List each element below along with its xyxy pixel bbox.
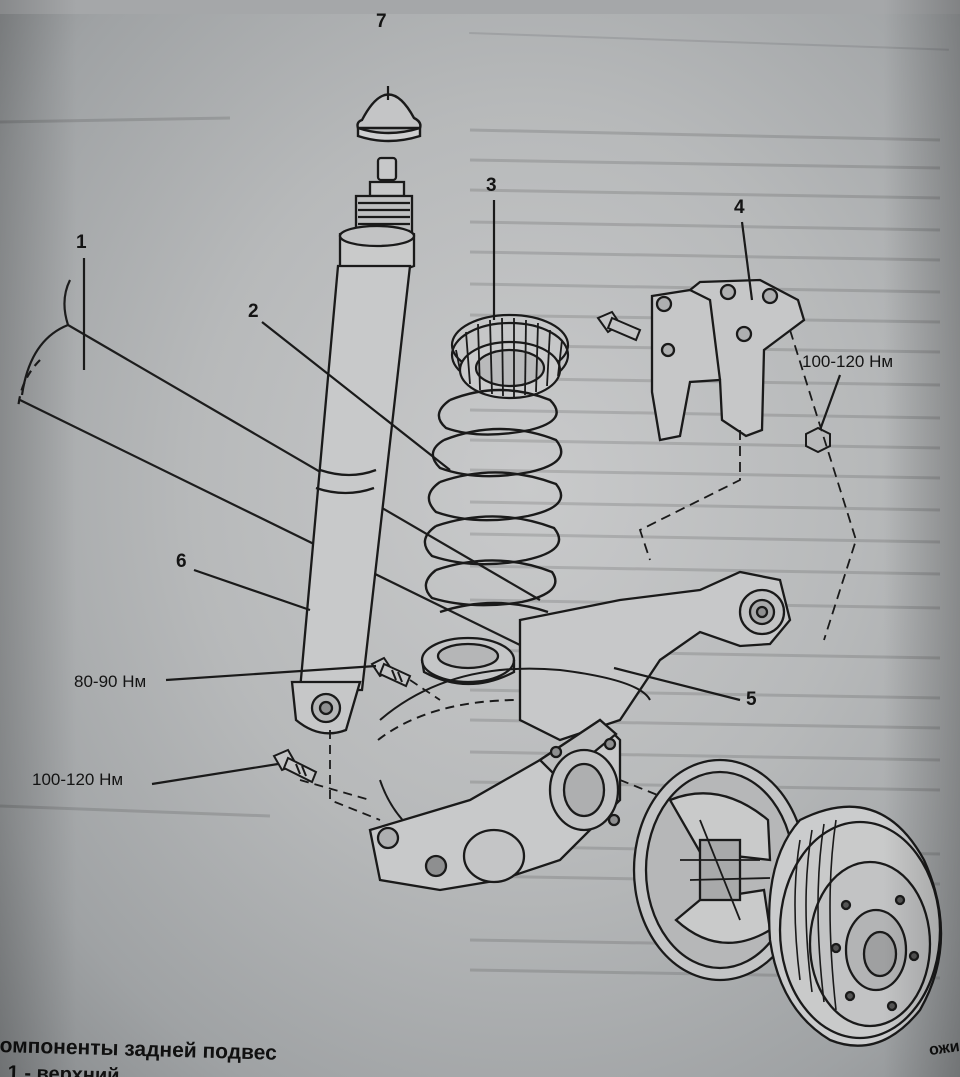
callout-7: 7: [376, 11, 387, 32]
hub-carrier: [368, 718, 622, 892]
bracket-nut: [805, 426, 831, 454]
bump-stop: [356, 93, 422, 143]
shock-lower-bolt: [370, 656, 412, 688]
brake-drum: [768, 805, 943, 1047]
callout-6: 6: [176, 551, 187, 572]
figure-caption-subline: 1 - верхний: [7, 1062, 120, 1077]
coil-spring: [423, 388, 563, 614]
callout-leaders: [82, 86, 842, 786]
axle-mount-bolt: [272, 748, 318, 784]
body-frame-outline: [16, 279, 541, 646]
callout-2: 2: [248, 301, 259, 322]
upper-bracket: [650, 278, 806, 442]
callout-4: 4: [734, 197, 745, 218]
bracket-dashed-lines: [638, 329, 857, 641]
lower-spring-seat: [420, 636, 516, 686]
callout-1: 1: [76, 232, 87, 253]
top-text-strip: [0, 0, 960, 14]
upper-spring-seat: [450, 313, 570, 400]
torque-label-shock-lower-bolt: 80-90 Нм: [74, 672, 147, 691]
torque-label-axle-mount-bolt: 100-120 Нм: [32, 770, 124, 789]
bracket-bolt: [596, 310, 642, 342]
callout-5: 5: [746, 689, 757, 710]
trailing-arm: [518, 570, 792, 742]
brake-backing-plate: [632, 758, 808, 982]
callout-3: 3: [486, 175, 497, 196]
torque-label-upper-bracket: 100-120 Нм: [802, 352, 894, 371]
shock-absorber: [290, 156, 416, 735]
